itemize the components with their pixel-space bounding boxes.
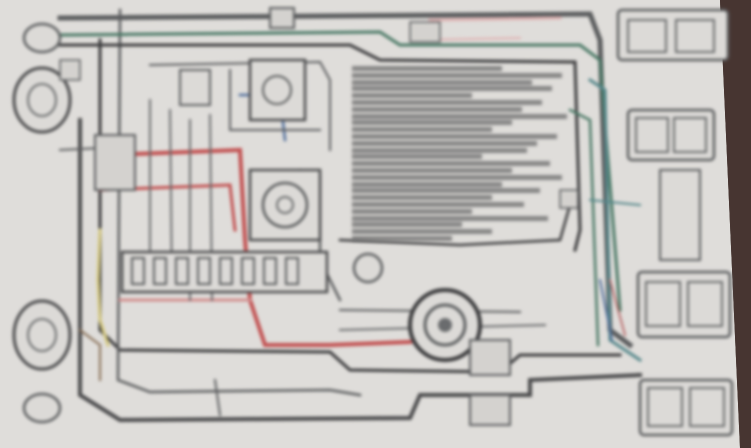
- legend-line: [352, 93, 472, 99]
- legend-line: [352, 174, 562, 180]
- license-plate-light: [659, 169, 701, 261]
- legend-line: [352, 229, 492, 235]
- legend-line: [352, 195, 492, 201]
- legend-line: [352, 202, 524, 207]
- legend-line: [352, 161, 550, 167]
- instrument-cluster: [248, 168, 322, 242]
- legend-line: [352, 79, 532, 85]
- legend-line: [352, 66, 502, 71]
- headlight-left-top: [12, 66, 72, 134]
- legend-line: [352, 215, 548, 221]
- legend-line: [352, 100, 542, 105]
- legend-line: [352, 236, 452, 241]
- relay-block: [94, 134, 136, 191]
- tail-light-cluster-bottom: [636, 270, 734, 437]
- legend-line: [352, 113, 567, 119]
- wire-green: [58, 30, 622, 312]
- distributor: [408, 288, 482, 362]
- legend-line: [352, 86, 552, 92]
- legend-line: [352, 147, 527, 153]
- headlight-left-bottom: [12, 299, 72, 371]
- legend-line: [352, 188, 540, 194]
- legend-line: [352, 181, 502, 187]
- legend-line: [352, 127, 492, 133]
- legend-line: [352, 222, 462, 228]
- ignition-switch: [248, 58, 307, 122]
- legend-line: [352, 72, 562, 78]
- coil: [352, 252, 384, 284]
- legend-line: [352, 208, 472, 214]
- tail-light-cluster-top: [616, 8, 730, 162]
- legend-line: [352, 120, 512, 126]
- legend-text-block: [352, 66, 574, 246]
- horn-bottom: [22, 392, 62, 424]
- wire-harness-bottom: [78, 118, 643, 423]
- legend-line: [352, 106, 522, 112]
- horn-top: [22, 22, 62, 54]
- wire-harness-top: [57, 11, 634, 349]
- legend-line: [352, 134, 557, 139]
- legend-line: [352, 140, 537, 146]
- fuse-box: [120, 250, 329, 294]
- legend-line: [352, 154, 482, 160]
- wire-yellow: [96, 228, 110, 347]
- legend-line: [352, 168, 512, 173]
